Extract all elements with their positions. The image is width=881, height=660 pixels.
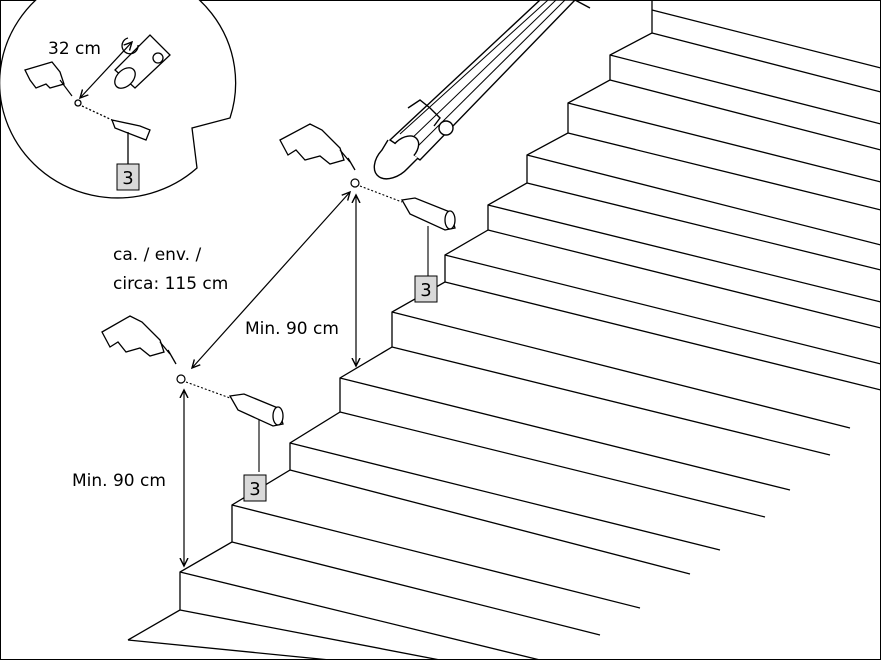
insertion-line-lower [185,381,231,399]
min-height-upper-label: Min. 90 cm [245,319,339,339]
dowel-upper [400,197,456,231]
dowel-lower [228,393,284,427]
detail-dimension [80,42,132,98]
part-label-detail: 3 [116,163,140,191]
svg-text:3: 3 [122,168,133,189]
staircase [127,0,881,660]
detail-distance-label: 32 cm [48,39,101,59]
handrail-illustration [373,0,591,180]
drill-lower [101,315,177,365]
bracket-spacing-label-line2: circa: 115 cm [113,274,228,294]
dimension-lines [184,192,356,566]
svg-text:3: 3 [249,479,260,500]
part-label-upper: 3 [414,275,438,303]
insertion-line-upper [359,185,403,203]
bracket-spacing-label-line1: ca. / env. / [113,245,201,265]
drill-hole-lower [176,374,186,384]
svg-text:3: 3 [420,280,431,301]
min-height-lower-label: Min. 90 cm [72,471,166,491]
drill-upper [279,123,356,171]
drill-hole-upper [350,178,360,188]
part-label-lower: 3 [243,474,267,502]
